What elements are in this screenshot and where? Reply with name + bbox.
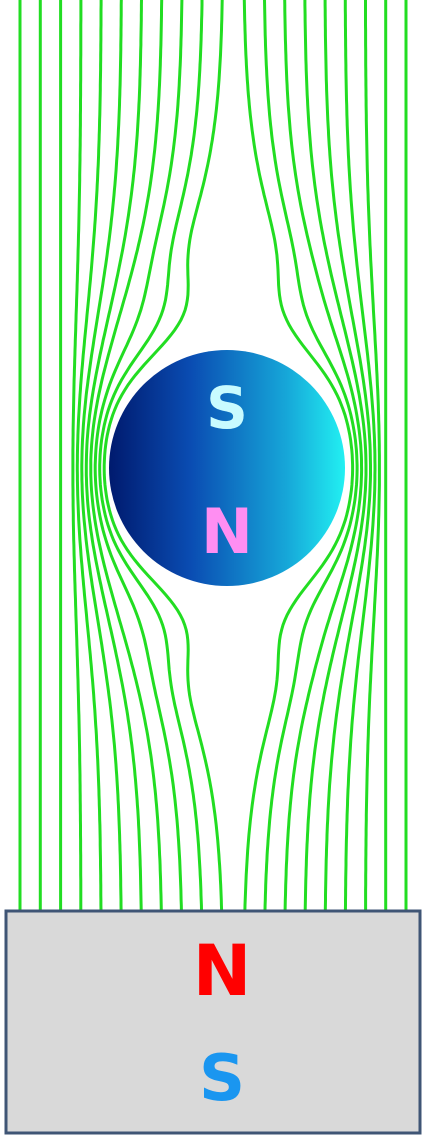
sphere-south-pole-label: S bbox=[206, 374, 248, 442]
bar-magnet: N S bbox=[6, 911, 420, 1133]
bar-south-pole-label: S bbox=[199, 1042, 245, 1116]
sphere-north-pole-label: N bbox=[201, 495, 253, 568]
bar-north-pole-label: N bbox=[193, 930, 252, 1012]
field-line bbox=[366, 0, 380, 910]
sphere-magnet: S N bbox=[109, 350, 345, 586]
